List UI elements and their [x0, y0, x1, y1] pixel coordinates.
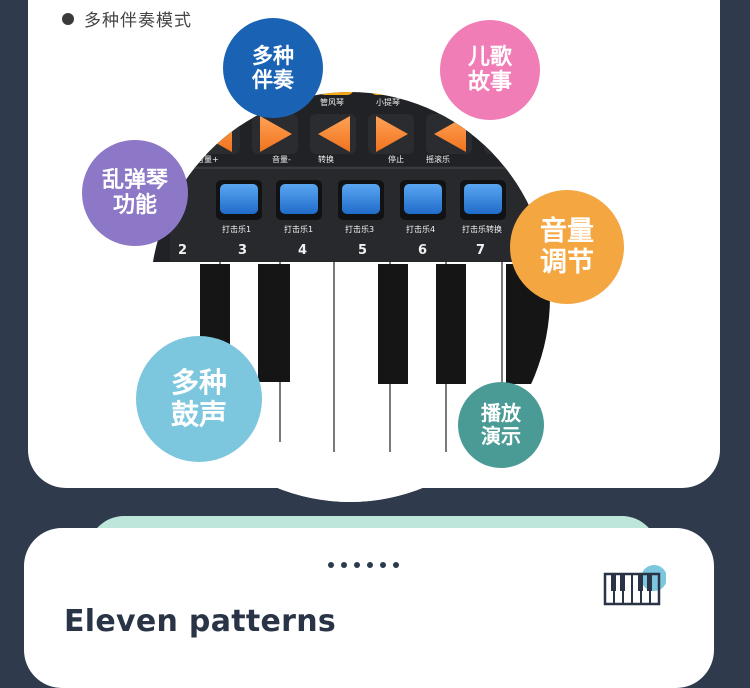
key-number: 4 — [298, 243, 307, 258]
bubble-accompaniment: 多种伴奏 — [223, 18, 323, 118]
piano-label: 摇滚乐 — [426, 154, 450, 164]
piano-label: 转换 — [318, 154, 334, 164]
page-dot — [354, 562, 360, 568]
key-number: 6 — [418, 243, 427, 258]
bubble-text: 乱弹琴 — [101, 167, 168, 193]
bullet-dot — [62, 12, 74, 25]
piano-label: 打击乐1 — [222, 224, 251, 234]
bubble-drums: 多种鼓声 — [136, 336, 262, 462]
piano-label: 慢摇滚乐 — [500, 154, 532, 164]
keyboard-icon — [603, 565, 666, 606]
bubble-text: 多种 — [252, 43, 294, 68]
page-dot — [393, 562, 399, 568]
piano-label: 打击乐1 — [284, 224, 313, 234]
bubble-text: 儿歌 — [467, 44, 512, 70]
bubble-volume: 音量调节 — [510, 190, 624, 304]
piano-label: 小提琴 — [376, 97, 400, 107]
bubble-text: 功能 — [112, 193, 157, 218]
key-number: 3 — [238, 243, 247, 258]
piano-label: 打击乐3 — [345, 224, 374, 234]
piano-label: 打击乐转换 — [462, 224, 502, 234]
page-dot — [380, 562, 386, 568]
key-number: 5 — [358, 243, 367, 258]
bubble-text: 故事 — [467, 70, 512, 95]
bubble-random-play: 乱弹琴功能 — [82, 140, 188, 246]
page-dot — [367, 562, 373, 568]
bubble-text: 调节 — [540, 247, 594, 278]
piano-label: 打击乐4 — [406, 224, 435, 234]
piano-label: 音量+ — [196, 154, 219, 164]
section-heading: Eleven patterns — [64, 604, 337, 639]
piano-label: 音量- — [272, 154, 291, 164]
bubble-text: 伴奏 — [252, 68, 294, 92]
piano-label: 管风琴 — [320, 97, 344, 107]
page-dot — [341, 562, 347, 568]
bubble-text: 鼓声 — [170, 398, 227, 431]
bubble-songs: 儿歌故事 — [440, 20, 540, 120]
section-header: 多种伴奏模式 — [62, 6, 192, 31]
key-number: 2 — [178, 243, 187, 258]
page-indicator — [328, 562, 399, 568]
section-label: 多种伴奏模式 — [84, 11, 192, 31]
bubble-text: 多种 — [170, 365, 227, 399]
piano-label: 停止 — [388, 154, 404, 164]
page-dot — [328, 562, 334, 568]
bubble-demo: 播放演示 — [458, 382, 544, 468]
key-number: 7 — [476, 243, 485, 258]
bubble-text: 播放 — [481, 401, 521, 425]
bubble-text: 音量 — [540, 215, 594, 247]
bubble-text: 演示 — [481, 424, 521, 448]
